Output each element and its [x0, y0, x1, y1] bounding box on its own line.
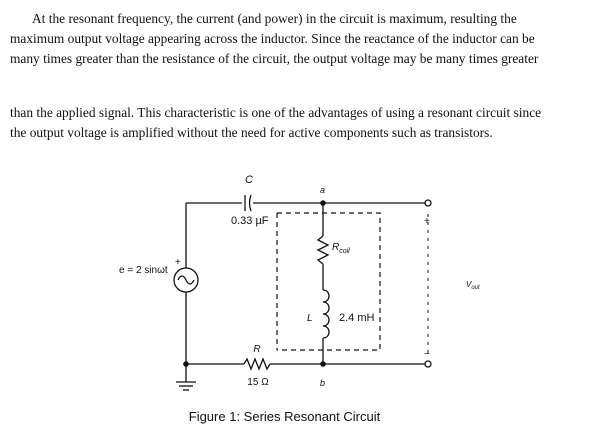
- resistor-value-label: 15 Ω: [247, 377, 269, 388]
- inductor-coil: [322, 289, 330, 339]
- node-a-label: a: [320, 185, 325, 195]
- junction-dot-a: [320, 200, 326, 206]
- output-terminal-top: [424, 199, 432, 207]
- text-line: the output voltage is amplified without …: [10, 125, 493, 140]
- text-line: maximum output voltage appearing across …: [10, 31, 535, 46]
- junction-dot-b: [320, 361, 326, 367]
- resistor-symbol-label: R: [253, 344, 260, 355]
- figure-caption: Figure 1: Series Resonant Circuit: [0, 409, 599, 424]
- text-line: At the resonant frequency, the current (…: [32, 11, 517, 26]
- junction-dot-ground: [183, 361, 189, 367]
- sine-wave-icon: [177, 275, 195, 285]
- paragraph-resonance-intro: At the resonant frequency, the current (…: [10, 9, 590, 69]
- output-terminal-bottom: [424, 360, 432, 368]
- text-line: many times greater than the resistance o…: [10, 51, 539, 66]
- coil-resistance-label: Rcoil: [332, 242, 350, 255]
- resistor-zigzag: [243, 357, 271, 371]
- coil-resistance-zigzag: [316, 235, 330, 265]
- source-label: e = 2 sinωt: [119, 265, 168, 276]
- capacitor-plate-right: [248, 194, 252, 212]
- source-plus-label: +: [175, 257, 181, 268]
- figure-caption-text: Figure 1: Series Resonant Circuit: [188, 409, 381, 424]
- capacitor-symbol-label: C: [245, 174, 253, 186]
- node-b-label: b: [320, 378, 325, 388]
- inductor-symbol-label: L: [307, 313, 313, 324]
- coil-dashed-enclosure: [276, 212, 381, 351]
- output-voltage-label: Vout: [466, 280, 480, 291]
- text-line: than the applied signal. This characteri…: [10, 105, 542, 120]
- capacitor-value-label: 0.33 µF: [231, 215, 269, 227]
- output-plus-label: +: [424, 216, 430, 227]
- inductor-value-label: 2.4 mH: [339, 312, 375, 324]
- paragraph-resonance-advantage: than the applied signal. This characteri…: [10, 103, 590, 143]
- output-minus-label: −: [424, 349, 430, 360]
